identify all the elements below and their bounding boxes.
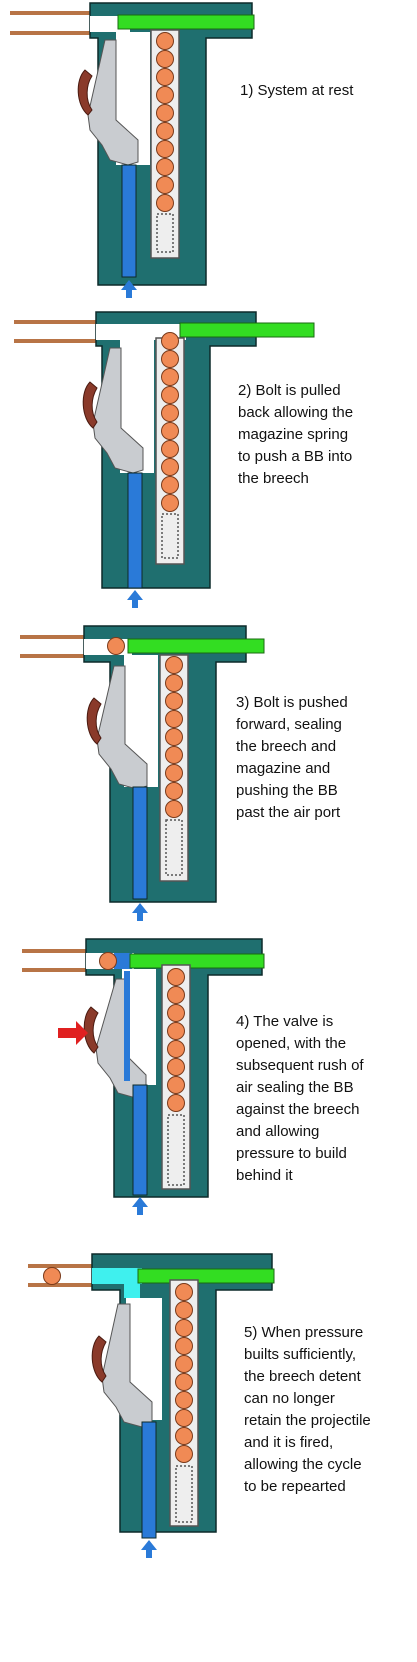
bb-stack (161, 332, 179, 512)
bb-stack (165, 656, 183, 818)
caption-line: builts sufficiently, (244, 1346, 356, 1363)
stage-5-panel: 5) When pressure builts sufficiently, th… (0, 1250, 417, 1560)
magazine-spring (156, 213, 174, 253)
caption-line: back allowing the (238, 404, 354, 421)
air-inlet-arrow-icon (132, 1197, 148, 1215)
stage-1-panel: 1) System at rest (0, 0, 417, 310)
caption-line: against the breech (236, 1101, 360, 1118)
bb-in-breech (107, 637, 125, 655)
valve-cavity (122, 969, 156, 1085)
air-tube (141, 1421, 157, 1539)
bolt (129, 953, 265, 969)
air-tube (121, 164, 137, 278)
stage-3-diagram (20, 625, 265, 921)
barrel-tube-upper (22, 949, 102, 953)
stage-1-diagram (10, 2, 255, 298)
stage-4-panel: 4) The valve is opened, with the subsequ… (0, 935, 417, 1245)
trigger (86, 697, 102, 745)
caption-line: magazine and (236, 760, 331, 777)
caption-line: the breech (238, 470, 309, 487)
caption-line: forward, sealing (236, 716, 342, 733)
pressurized-air (114, 953, 132, 969)
caption-line: allowing the cycle (244, 1456, 362, 1473)
stage-caption: 4) The valve is opened, with the subsequ… (236, 1011, 364, 1187)
caption-line: 4) The valve is (236, 1013, 334, 1030)
magazine-spring (175, 1465, 193, 1523)
air-tube (132, 786, 148, 900)
caption-line: to push a BB into (238, 448, 353, 465)
stage-2-diagram (14, 311, 315, 608)
stage-caption: 2) Bolt is pulled back allowing the maga… (238, 380, 353, 490)
trigger (91, 1335, 107, 1383)
pressurized-air-port (124, 1284, 140, 1298)
stage-2-panel: 2) Bolt is pulled back allowing the maga… (0, 308, 417, 618)
caption-line: past the air port (236, 804, 341, 821)
stage-caption: 1) System at rest (240, 80, 353, 102)
barrel-tube-lower (20, 654, 102, 658)
barrel-tube-lower (28, 1283, 104, 1287)
caption-line: and allowing (236, 1123, 320, 1140)
stage-3-panel: 3) Bolt is pushed forward, sealing the b… (0, 622, 417, 932)
trigger (82, 381, 98, 429)
bb-fired (43, 1267, 61, 1285)
stage-caption: 3) Bolt is pushed forward, sealing the b… (236, 692, 348, 824)
magazine-spring (161, 513, 179, 559)
barrel-tube-upper (14, 320, 96, 324)
caption-line: behind it (236, 1167, 293, 1184)
bb-in-breech (99, 952, 117, 970)
bb-stack (156, 32, 174, 212)
bolt (179, 322, 315, 338)
air-tube (127, 472, 143, 589)
trigger (77, 69, 93, 116)
barrel-tube-upper (20, 635, 102, 639)
caption-line: subsequent rush of (236, 1057, 364, 1074)
bb-stack (175, 1283, 193, 1463)
caption-line: and it is fired, (244, 1434, 334, 1451)
stage-5-diagram (28, 1253, 275, 1558)
caption-line: the breech detent (244, 1368, 361, 1385)
air-inlet-arrow-icon (141, 1540, 157, 1558)
bb-stack (167, 968, 185, 1112)
air-inlet-arrow-icon (127, 590, 143, 608)
barrel-tube-upper (10, 11, 90, 15)
stage-caption: 5) When pressure builts sufficiently, th… (244, 1322, 371, 1498)
caption-line: pushing the BB (236, 782, 338, 799)
caption-line: 2) Bolt is pulled (238, 382, 341, 399)
magazine-spring (167, 1114, 185, 1186)
air-tube (132, 1084, 148, 1196)
air-inlet-arrow-icon (121, 280, 137, 298)
barrel-tube-lower (10, 31, 90, 35)
barrel-tube-upper (28, 1264, 104, 1268)
stage-4-diagram (22, 938, 265, 1215)
caption-line: the breech and (236, 738, 337, 755)
caption-line: to be repearted (244, 1478, 346, 1495)
caption-line: 3) Bolt is pushed (236, 694, 348, 711)
caption-line: can no longer (244, 1390, 335, 1407)
air-channel (124, 971, 130, 1081)
caption-line: air sealing the BB (236, 1079, 354, 1096)
bolt (127, 638, 265, 654)
trigger (83, 1006, 99, 1054)
barrel-tube-lower (22, 968, 102, 972)
bolt (117, 14, 255, 30)
caption-line: opened, with the (236, 1035, 347, 1052)
barrel-tube-lower (14, 339, 96, 343)
caption-line: 5) When pressure (244, 1324, 364, 1341)
pressurized-air (92, 1268, 142, 1284)
right-arrow-icon (58, 1021, 88, 1045)
caption-line: 1) System at rest (240, 82, 354, 99)
magazine-spring (165, 819, 183, 876)
caption-line: magazine spring (238, 426, 349, 443)
caption-line: retain the projectile (244, 1412, 371, 1429)
bolt (137, 1268, 275, 1284)
caption-line: pressure to build (236, 1145, 347, 1162)
air-inlet-arrow-icon (132, 903, 148, 921)
